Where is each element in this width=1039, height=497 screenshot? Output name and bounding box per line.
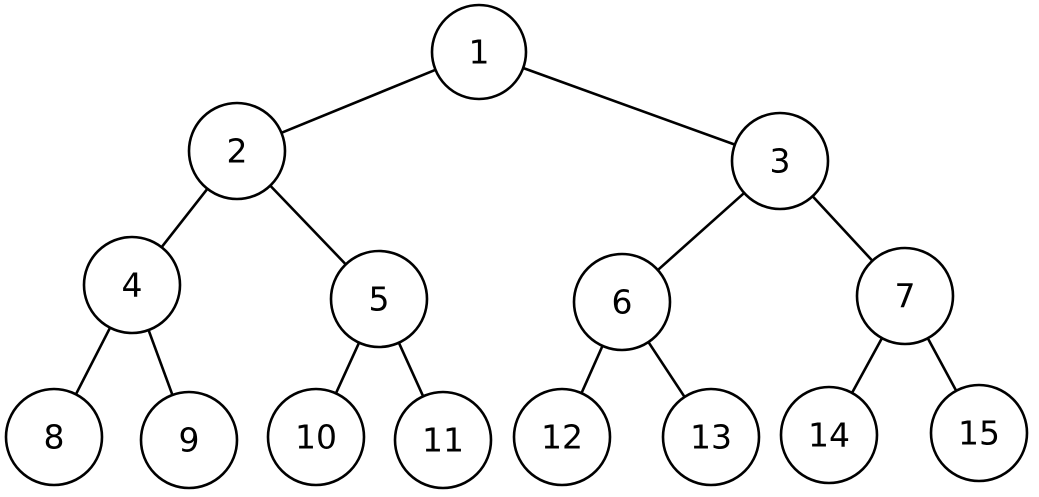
edge-3-7 (811, 195, 874, 262)
node-circle-9 (139, 390, 239, 490)
node-label-4: 4 (122, 266, 143, 305)
edge-2-5 (269, 184, 347, 266)
edge-5-11 (397, 342, 425, 397)
node-circle-11 (393, 390, 493, 490)
tree-node-9: 9 (139, 390, 239, 490)
tree-node-1: 1 (430, 3, 528, 101)
node-label-3: 3 (770, 142, 791, 181)
node-label-14: 14 (808, 416, 850, 455)
edge-7-15 (926, 337, 958, 392)
tree-node-11: 11 (393, 390, 493, 490)
node-circle-1 (430, 3, 528, 101)
tree-node-5: 5 (329, 249, 429, 349)
edge-6-13 (647, 341, 686, 398)
node-circle-7 (855, 246, 955, 346)
node-circle-14 (779, 385, 879, 485)
node-circle-3 (730, 111, 830, 211)
tree-node-7: 7 (855, 246, 955, 346)
edge-1-2 (280, 68, 436, 135)
node-label-2: 2 (227, 132, 248, 171)
node-circle-12 (512, 387, 612, 487)
node-label-13: 13 (690, 418, 732, 457)
edge-5-10 (334, 342, 361, 394)
node-label-15: 15 (958, 414, 1000, 453)
edges-layer (74, 66, 958, 398)
edge-4-9 (147, 329, 174, 396)
tree-node-12: 12 (512, 387, 612, 487)
tree-node-8: 8 (4, 387, 104, 487)
tree-node-15: 15 (929, 383, 1029, 483)
node-circle-15 (929, 383, 1029, 483)
nodes-layer: 1 2 3 4 5 6 7 8 (4, 3, 1029, 490)
node-label-5: 5 (369, 280, 390, 319)
node-label-11: 11 (422, 421, 464, 460)
node-label-1: 1 (469, 33, 490, 72)
node-circle-13 (661, 387, 761, 487)
edge-3-6 (656, 191, 746, 272)
node-circle-6 (572, 252, 672, 352)
node-circle-5 (329, 249, 429, 349)
node-circle-2 (187, 101, 287, 201)
edge-4-8 (74, 327, 112, 395)
edge-6-12 (580, 345, 604, 394)
node-label-8: 8 (44, 418, 65, 457)
edge-7-14 (850, 337, 884, 394)
node-circle-8 (4, 387, 104, 487)
tree-node-14: 14 (779, 385, 879, 485)
tree-node-6: 6 (572, 252, 672, 352)
node-label-7: 7 (895, 277, 916, 316)
edge-1-3 (522, 66, 736, 146)
node-circle-4 (82, 235, 182, 335)
tree-node-4: 4 (82, 235, 182, 335)
node-label-12: 12 (541, 418, 583, 457)
node-label-9: 9 (179, 421, 200, 460)
node-label-6: 6 (612, 283, 633, 322)
tree-node-13: 13 (661, 387, 761, 487)
tree-node-2: 2 (187, 101, 287, 201)
tree-node-3: 3 (730, 111, 830, 211)
node-circle-10 (266, 387, 366, 487)
edge-2-4 (160, 187, 209, 249)
node-label-10: 10 (295, 418, 337, 457)
tree-node-10: 10 (266, 387, 366, 487)
